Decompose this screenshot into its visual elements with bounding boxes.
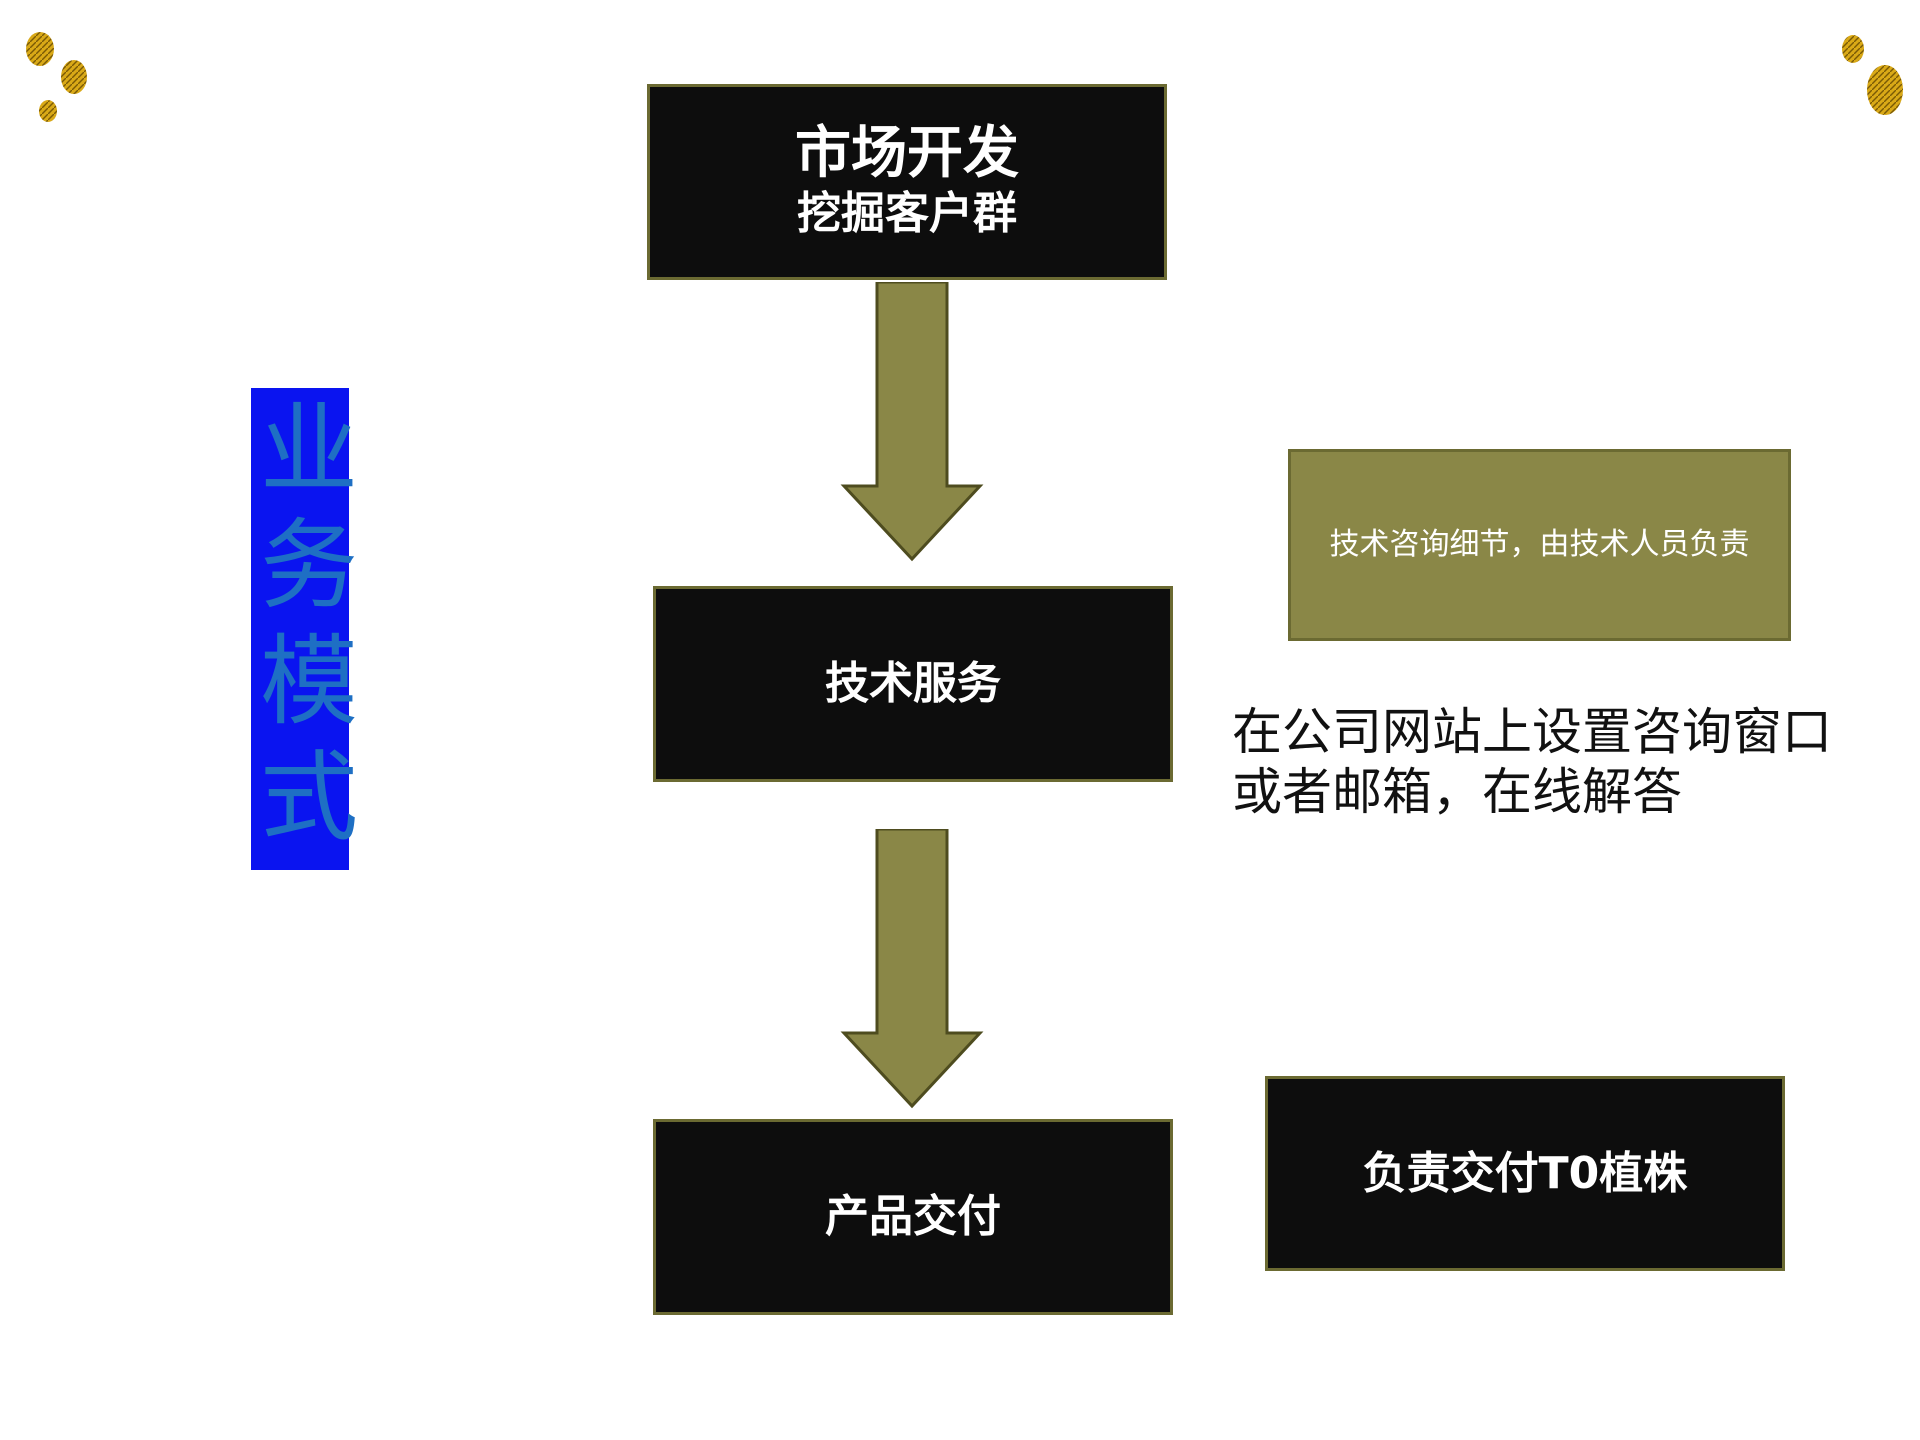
step3-label: 产品交付: [825, 1191, 1001, 1242]
step1-title: 市场开发: [795, 121, 1019, 186]
gold-dot: [61, 60, 87, 94]
vertical-title-text: 业务模式: [243, 397, 357, 861]
step2-label: 技术服务: [825, 658, 1001, 709]
step1-subtitle: 挖掘客户群: [797, 188, 1017, 239]
flow-step-market-development: 市场开发 挖掘客户群: [647, 84, 1167, 280]
tech-consult-box: 技术咨询细节，由技术人员负责: [1288, 449, 1791, 641]
down-arrow: [840, 829, 984, 1109]
delivery-text: 负责交付T0植株: [1362, 1147, 1688, 1199]
gold-dot: [1842, 35, 1864, 63]
consult-note: 在公司网站上设置咨询窗口 或者邮箱，在线解答: [1232, 702, 1832, 822]
gold-dot: [1867, 65, 1903, 115]
down-arrow: [840, 282, 984, 562]
gold-dot: [39, 100, 57, 122]
delivery-box: 负责交付T0植株: [1265, 1076, 1785, 1271]
tech-consult-text: 技术咨询细节，由技术人员负责: [1329, 527, 1750, 562]
flow-step-product-delivery: 产品交付: [653, 1119, 1173, 1315]
consult-note-line1: 在公司网站上设置咨询窗口: [1232, 703, 1832, 761]
consult-note-line2: 或者邮箱，在线解答: [1232, 763, 1682, 821]
flow-step-tech-service: 技术服务: [653, 586, 1173, 782]
gold-dot: [26, 32, 54, 66]
vertical-title: 业务模式: [243, 388, 357, 870]
